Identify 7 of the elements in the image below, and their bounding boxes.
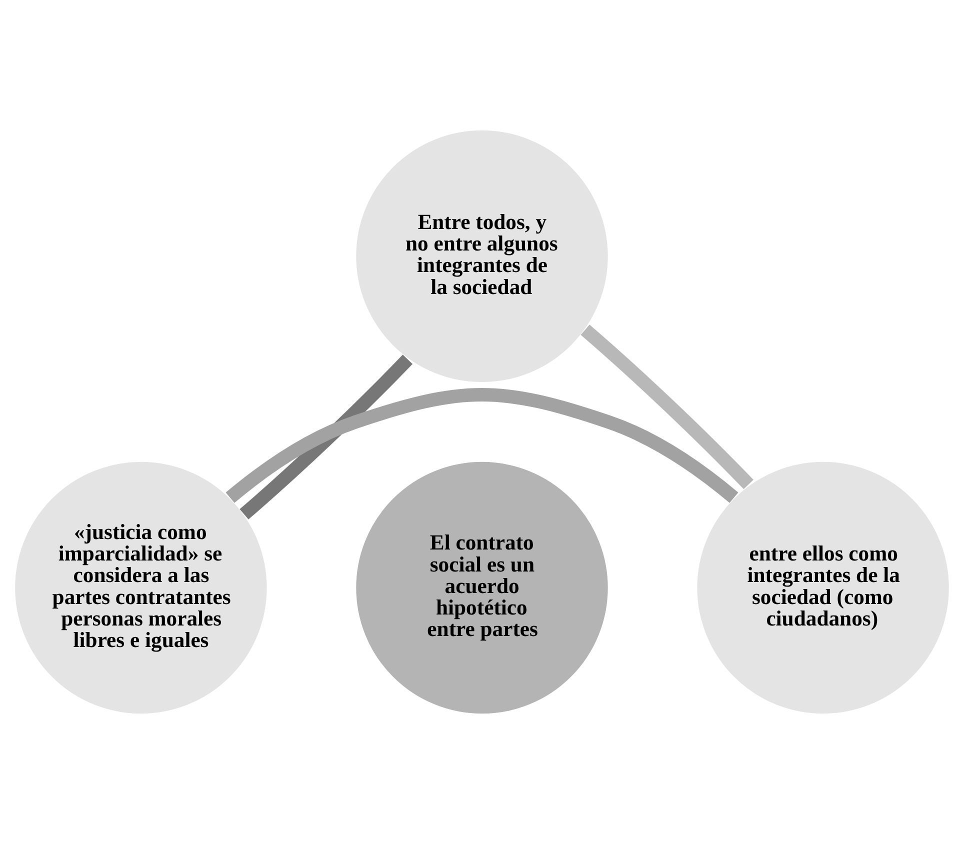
node-circle: entre ellos como integrantes de la sociedad (como ciudadanos) (695, 460, 950, 714)
connector (225, 388, 738, 502)
node-circle: «justicia como imparcialidad» se considera a las partes contratantes personas morales libres e iguales (13, 460, 268, 714)
connector (239, 354, 412, 519)
connector (580, 324, 753, 489)
node-circle: El contrato social es un acuerdo hipotético entre partes (354, 460, 609, 714)
node-circle: Entre todos, y no entre algunos integrantes de la sociedad (354, 128, 609, 383)
